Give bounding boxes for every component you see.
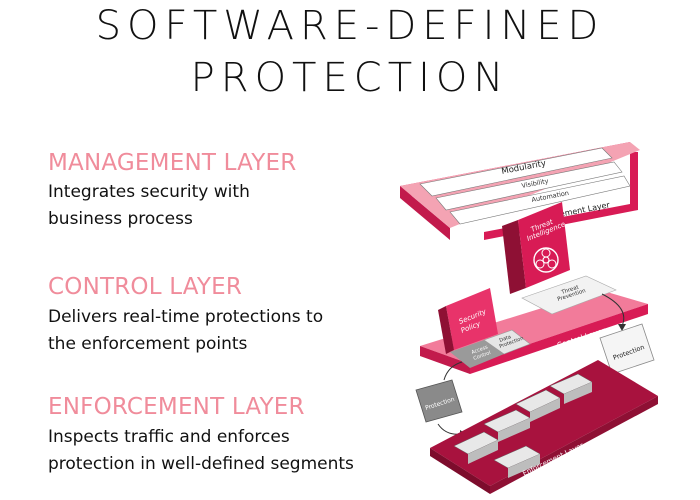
enforcement-platform-front (430, 448, 490, 494)
page-title-line-1: SOFTWARE-DEFINED (95, 3, 605, 49)
management-layer-description: Integrates security with business proces… (48, 179, 250, 233)
arrow-down-left-icon (437, 423, 463, 435)
enforcement-desc-line: Inspects traffic and enforces (48, 427, 290, 447)
management-slab-front (400, 186, 450, 240)
data-protection-label-1: Data (499, 334, 512, 344)
threat-prevention-tile (521, 275, 617, 315)
control-desc-line: the enforcement points (48, 334, 248, 354)
enforcement-layer-heading: ENFORCEMENT LAYER (48, 394, 305, 420)
protection-card-left: Protection (415, 379, 463, 423)
arrow-curve-icon (601, 293, 625, 327)
threat-intelligence-cover (518, 202, 570, 288)
control-desc-line: Delivers real-time protections to (48, 307, 324, 327)
arrow-up-left-icon (443, 361, 463, 381)
control-layer-heading: CONTROL LAYER (48, 274, 243, 300)
enforcement-layer-description: Inspects traffic and enforces protection… (48, 424, 354, 478)
enforcement-slab: Enforcement Layer (430, 360, 658, 494)
management-desc-line: Integrates security with (48, 182, 250, 202)
security-policy-spine (438, 306, 454, 354)
access-control-tile (450, 340, 504, 368)
arrow-head-icon (618, 324, 626, 331)
layer-diagram: Modularity Visibility Automation Managem… (400, 142, 658, 494)
threat-intelligence-spine (502, 220, 526, 294)
modularity-band (419, 147, 613, 197)
control-platform-side (470, 304, 648, 374)
automation-band (449, 175, 631, 225)
enforcement-point-box (515, 389, 561, 422)
control-slab: Threat Intelligence Threat Prevention Se… (420, 202, 648, 374)
management-desc-line: business process (48, 209, 193, 229)
page-title-line-2: PROTECTION (190, 55, 510, 101)
protection-card-right: Protection (599, 323, 655, 375)
control-platform-front (420, 346, 470, 374)
data-protection-tile (483, 329, 531, 355)
access-control-label-2: Control (473, 350, 492, 362)
management-slab: Modularity Visibility Automation Managem… (400, 142, 640, 240)
enforcement-point-box (493, 445, 541, 478)
access-control-label-1: Access (471, 344, 490, 356)
management-layer-heading: MANAGEMENT LAYER (48, 150, 297, 176)
enforcement-point-box (549, 373, 593, 404)
security-policy-cover (446, 288, 498, 350)
enforcement-desc-line: protection in well-defined segments (48, 454, 354, 474)
control-layer-description: Delivers real-time protections to the en… (48, 304, 323, 358)
threat-prevention-label-1: Threat (560, 284, 581, 296)
enforcement-platform-side (490, 396, 658, 494)
visibility-band (435, 161, 623, 211)
biohazard-icon (533, 247, 559, 273)
